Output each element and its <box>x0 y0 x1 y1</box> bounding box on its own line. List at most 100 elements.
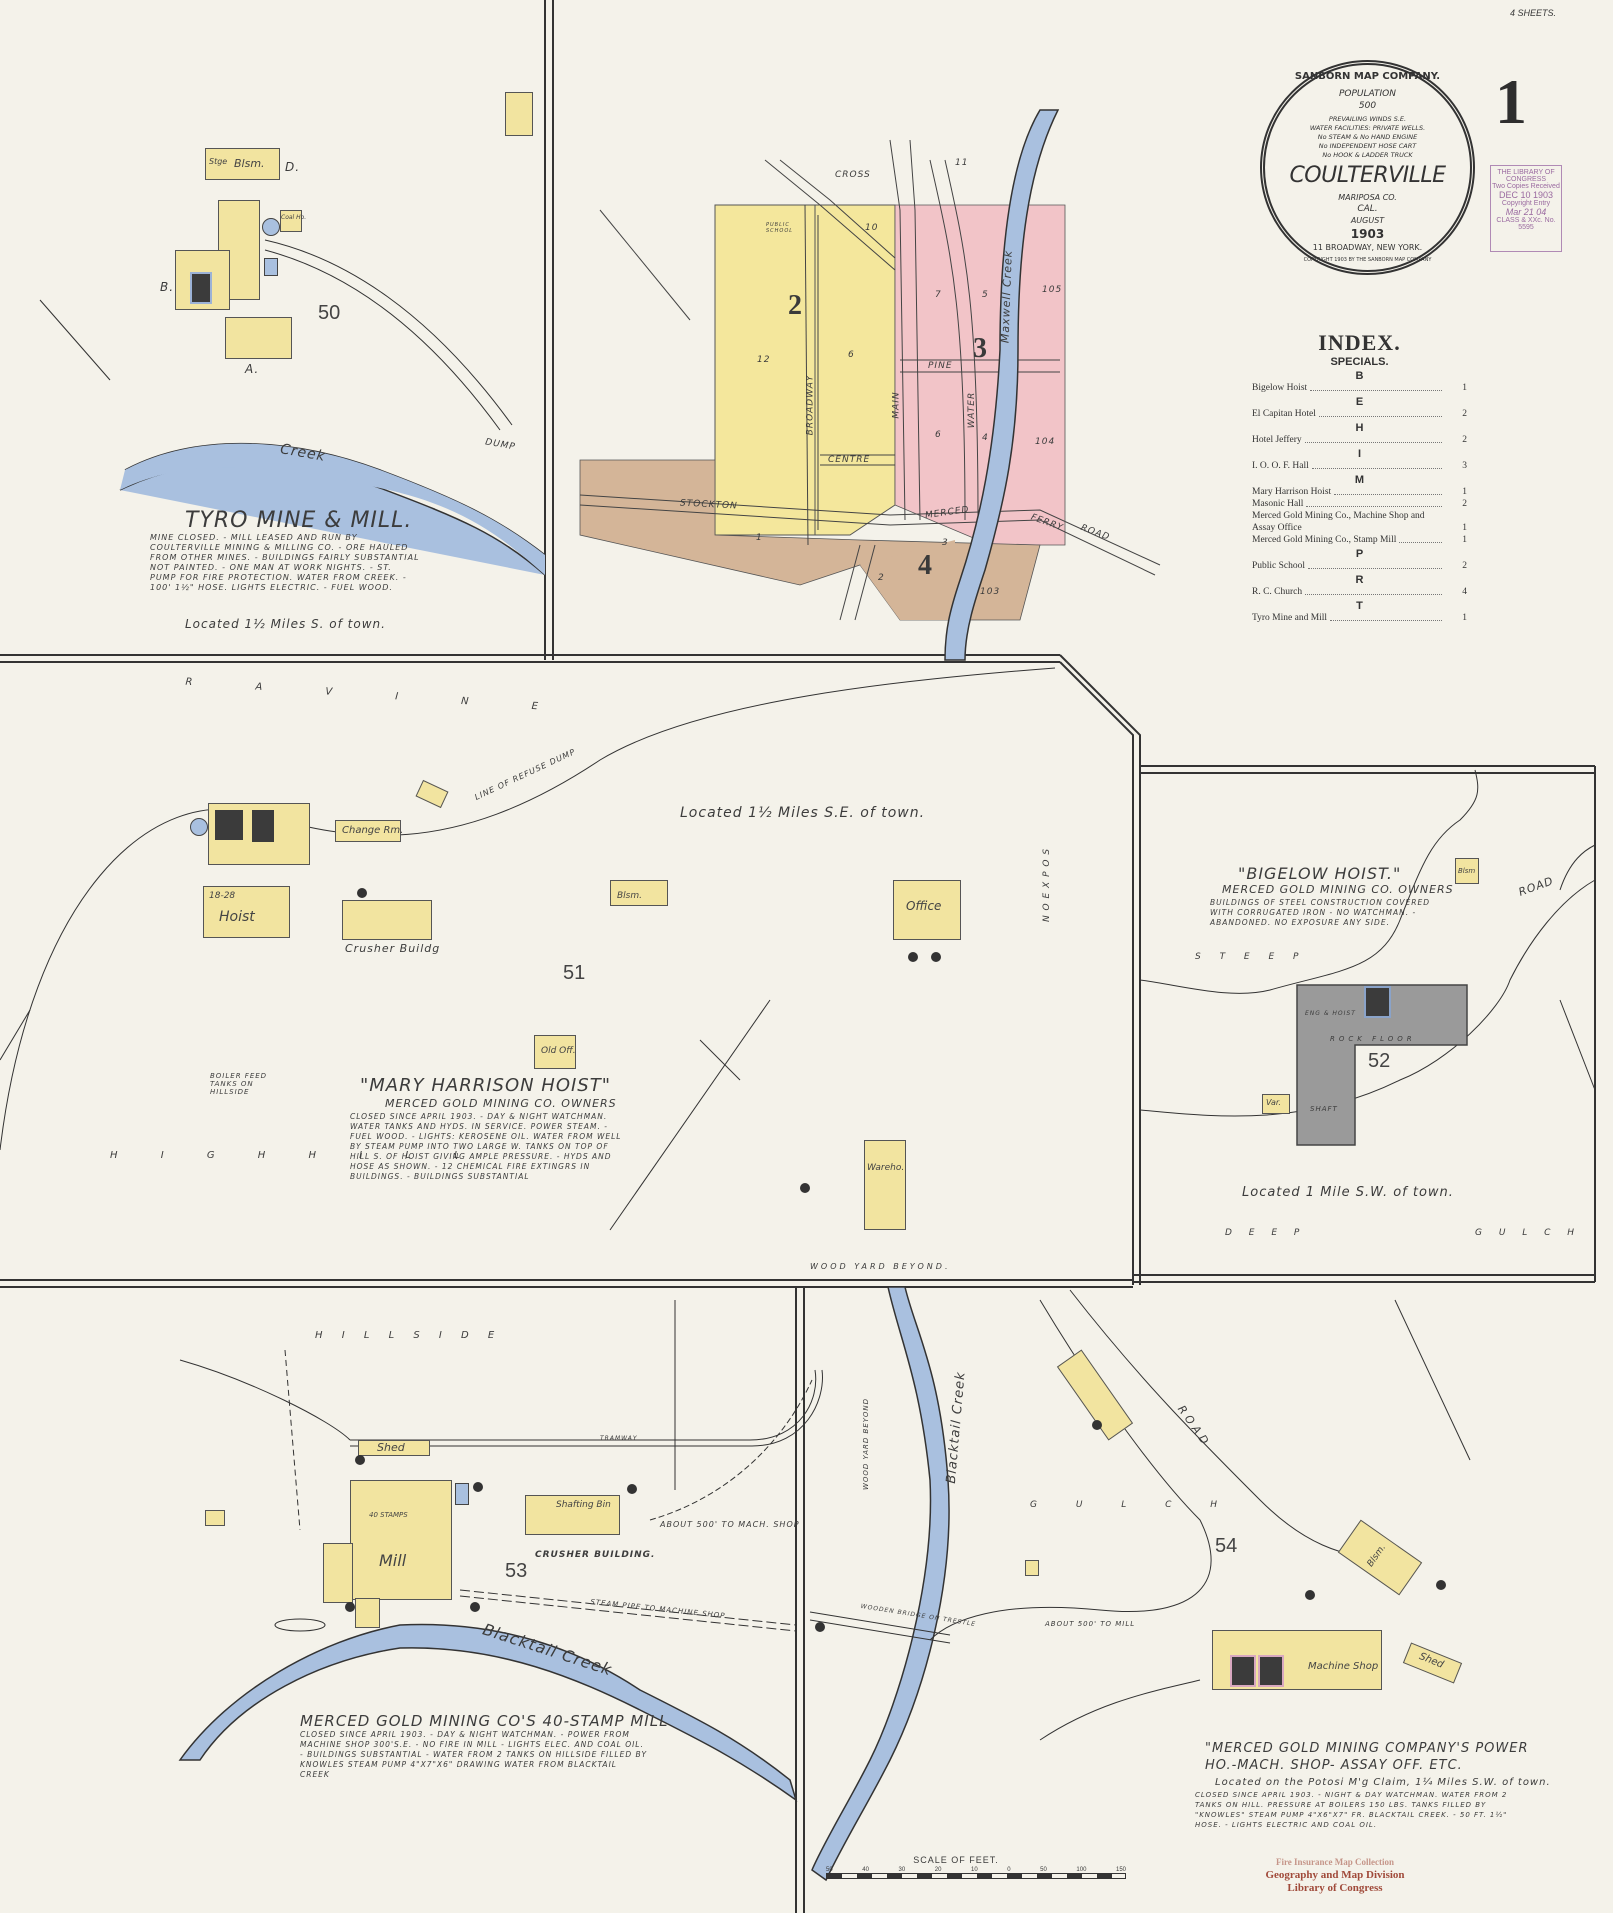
block-3: 3 <box>942 538 949 548</box>
block-104: 104 <box>1035 437 1056 447</box>
block-9: 6 <box>848 350 855 360</box>
stamp-line4: Copyright Entry <box>1501 200 1551 207</box>
block-105: 105 <box>1042 285 1063 295</box>
building-blacksmith: Blsm. <box>610 880 668 906</box>
key-sheet-2[interactable]: 2 <box>788 290 802 321</box>
panel-54-title: "MERCED GOLD MINING COMPANY'S POWER HO.-… <box>1205 1741 1529 1773</box>
building-coal-house: Coal Ho. <box>280 210 306 232</box>
label-rock-floor: ROCK FLOOR <box>1330 1035 1416 1043</box>
key-sheet-3[interactable]: 3 <box>973 333 987 364</box>
index-letter: B <box>1355 370 1364 382</box>
hydrant-icon <box>355 1455 365 1465</box>
building-old-office: Old Off. <box>534 1035 576 1069</box>
hydrant-icon <box>345 1602 355 1612</box>
panel-51-location: Located 1½ Miles S.E. of town. <box>680 805 926 821</box>
index-entry[interactable]: Merced Gold Mining Co., Machine Shop and… <box>1252 511 1467 533</box>
scale-rule <box>826 1873 1126 1879</box>
sheet-count-note: 4 SHEETS. <box>1510 8 1557 18</box>
hydrant-icon <box>800 1183 810 1193</box>
stamp-date: DEC 10 1903 <box>1498 190 1554 200</box>
building-crusher: Shafting Bin <box>525 1495 620 1535</box>
panel-50-title: TYRO MINE & MILL. <box>185 508 413 533</box>
section-number-52: 52 <box>1368 1050 1391 1072</box>
key-sheet-4[interactable]: 4 <box>918 550 932 581</box>
label-gulch: G U L C H <box>1030 1500 1236 1510</box>
block-1: 1 <box>756 533 763 543</box>
water-tank-icon <box>262 218 280 236</box>
stamp-class: CLASS & XXc. No. <box>1496 217 1556 224</box>
label-about: ABOUT 500' TO MACH. SHOP <box>660 1520 800 1529</box>
seal-winds: PREVAILING WINDS S.E. <box>1328 115 1407 123</box>
hydrant-icon <box>815 1622 825 1632</box>
stamp-number: 5595 <box>1518 224 1534 231</box>
index-title: INDEX. <box>1318 330 1401 355</box>
block-2: 2 <box>878 573 885 583</box>
index-letter: E <box>1355 396 1364 408</box>
index-letter: P <box>1355 548 1364 560</box>
stamp-line1: THE LIBRARY OF CONGRESS <box>1497 169 1555 183</box>
building-small <box>1025 1560 1039 1576</box>
panel-53-title: MERCED GOLD MINING CO'S 40-STAMP MILL <box>300 1712 669 1730</box>
label-tramway: TRAMWAY <box>600 1435 638 1442</box>
hydrant-icon <box>1436 1580 1446 1590</box>
building-blacksmith: Blsm.Stge <box>205 148 280 180</box>
copyright-stamp: THE LIBRARY OF CONGRESS Two Copies Recei… <box>1490 165 1562 252</box>
label-boiler-tanks: BOILER FEED TANKS ON HILLSIDE <box>210 1072 268 1096</box>
building-e <box>505 92 533 136</box>
seal-company: SANBORN MAP COMPANY. <box>1294 71 1441 82</box>
building-cabin <box>205 1510 225 1526</box>
section-number-54: 54 <box>1215 1535 1238 1557</box>
street-centre: CENTRE <box>828 455 871 465</box>
street-cross: CROSS <box>835 170 871 180</box>
boiler-icon <box>215 810 243 840</box>
water-tank-icon <box>264 258 278 276</box>
street-pine: PINE <box>928 361 953 371</box>
crusher-label: CRUSHER BUILDING. <box>535 1550 656 1560</box>
hydrant-icon <box>931 952 941 962</box>
stamp-handwritten: Mar 21 04 <box>1505 207 1547 217</box>
index-letter: H <box>1355 422 1364 434</box>
building-vault: Var. <box>1262 1094 1290 1114</box>
panel-50-location: Located 1½ Miles S. of town. <box>185 617 386 631</box>
street-main: MAIN <box>891 391 902 419</box>
seal-month: AUGUST <box>1350 216 1385 225</box>
block-10: 10 <box>865 223 879 233</box>
section-number-53: 53 <box>505 1560 528 1582</box>
section-number-50: 50 <box>318 302 341 324</box>
panel-53-description: CLOSED SINCE APRIL 1903. - DAY & NIGHT W… <box>300 1730 648 1779</box>
seal-year: 1903 <box>1350 227 1385 241</box>
block-11: 11 <box>955 158 969 168</box>
building-shed: Shed <box>358 1440 430 1456</box>
label-gulch: G U L C H <box>1475 1228 1582 1238</box>
building-crusher <box>342 900 432 940</box>
label-a: A. <box>245 362 260 376</box>
boiler-icon <box>190 272 212 304</box>
label-eng-hoist: ENG & HOIST <box>1305 1010 1356 1017</box>
seal-county: MARIPOSA CO. <box>1338 193 1397 202</box>
scale-title: SCALE OF FEET. <box>913 1855 999 1865</box>
label-steep: S T E E P <box>1195 952 1307 962</box>
street-water: WATER <box>967 391 978 429</box>
hydrant-icon <box>1092 1420 1102 1430</box>
seal-line5: No HOOK & LADDER TRUCK <box>1322 151 1413 159</box>
library-of-congress-stamp: Fire Insurance Map Collection Geography … <box>1255 1856 1415 1895</box>
seal-address: 11 BROADWAY, NEW YORK. <box>1312 243 1423 252</box>
crusher-label: Crusher Buildg <box>345 942 441 955</box>
panel-54-location: Located on the Potosi M'g Claim, 1¼ Mile… <box>1215 1777 1551 1788</box>
seal-water: WATER FACILITIES: PRIVATE WELLS. <box>1309 124 1426 132</box>
label-d: D. <box>285 160 301 174</box>
